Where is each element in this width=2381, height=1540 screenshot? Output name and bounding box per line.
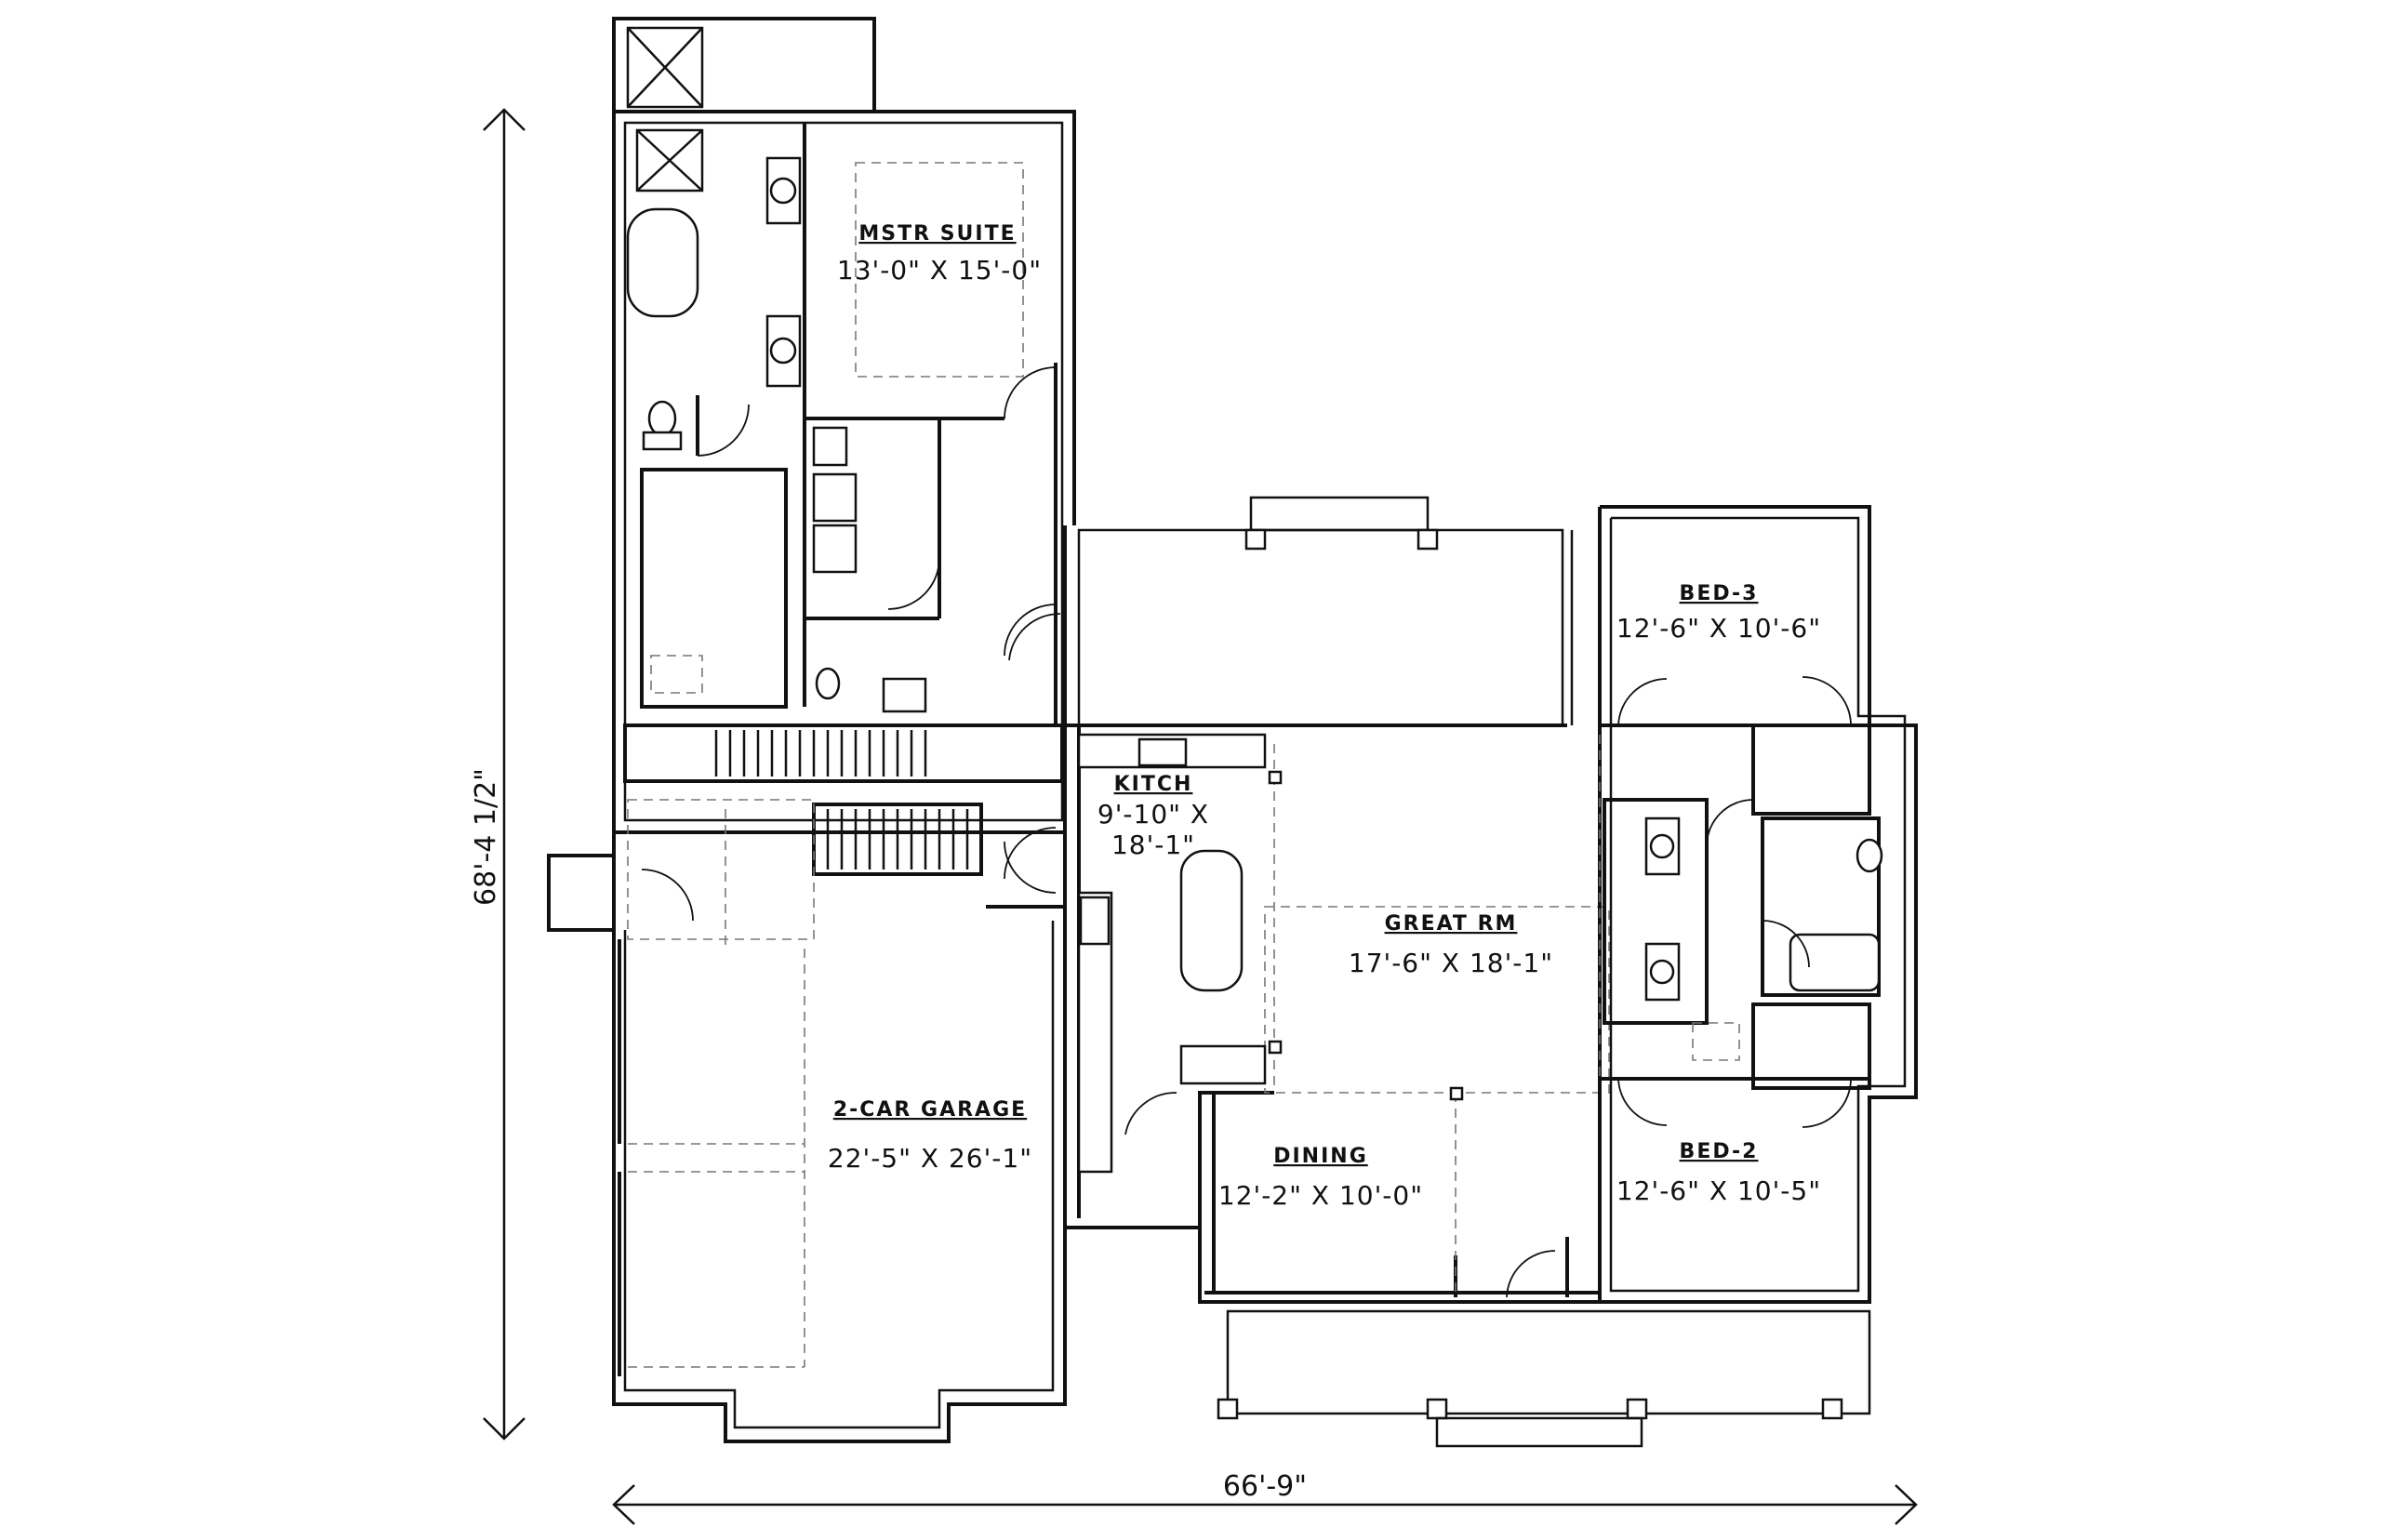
center-doors [1004, 613, 1556, 1298]
utility-fixtures [812, 426, 927, 713]
west-wing-doors [641, 366, 1057, 922]
kitchen-sink-icon [1137, 737, 1188, 767]
horizontal-dimension-line [612, 1484, 1918, 1525]
east-wing-doors [1617, 676, 1852, 1128]
bed2-size: 12'-6" X 10'-5" [1616, 1175, 1821, 1206]
bed2-name: BED-2 [1680, 1140, 1759, 1163]
vertical-dimension-line [483, 108, 525, 1440]
master-suite-name: MSTR SUITE [858, 222, 1016, 246]
range-icon [1079, 896, 1111, 946]
dryer-icon [812, 524, 858, 574]
overall-depth-label: 68'-4 1/2" [470, 768, 502, 906]
kitchen-island [1179, 849, 1244, 992]
kitchen-fixtures [1077, 733, 1267, 1174]
hall-bath-fixtures [1644, 816, 1883, 1002]
great-room-name: GREAT RM [1385, 912, 1518, 936]
dining-name: DINING [1273, 1145, 1368, 1168]
east-wing-walls [1598, 505, 1918, 1304]
lower-stair-treads [826, 809, 969, 870]
dining-size: 12'-2" X 10'-0" [1218, 1180, 1423, 1211]
sink-icon [882, 677, 927, 713]
overall-width-label: 66'-9" [1223, 1470, 1307, 1503]
sink-icon [1649, 833, 1675, 859]
utility-sink-icon [812, 426, 848, 467]
sink-icon [1649, 959, 1675, 985]
kitchen-name: KITCH [1114, 773, 1193, 796]
bathtub-icon [626, 207, 699, 318]
center-walls [1063, 496, 1871, 1448]
toilet-icon [647, 400, 677, 437]
toilet-icon [1856, 838, 1883, 873]
bed3-size: 12'-6" X 10'-6" [1616, 613, 1821, 644]
master-suite-size: 13'-0" X 15'-0" [837, 255, 1042, 285]
master-bath-fixtures [626, 128, 802, 451]
garage-size: 22'-5" X 26'-1" [828, 1143, 1032, 1174]
washer-icon [812, 472, 858, 523]
sink-icon [769, 337, 797, 365]
upper-stair-treads [714, 730, 927, 777]
garage-name: 2-CAR GARAGE [833, 1098, 1027, 1122]
bed3-name: BED-3 [1680, 582, 1759, 605]
kitchen-size-line1: 9'-10" X [1097, 799, 1209, 830]
great-room-size: 17'-6" X 18'-1" [1349, 948, 1553, 978]
bathtub-icon [1789, 933, 1881, 992]
toilet-icon [815, 667, 841, 700]
sink-icon [769, 177, 797, 205]
kitchen-size-line2: 18'-1" [1111, 830, 1195, 860]
